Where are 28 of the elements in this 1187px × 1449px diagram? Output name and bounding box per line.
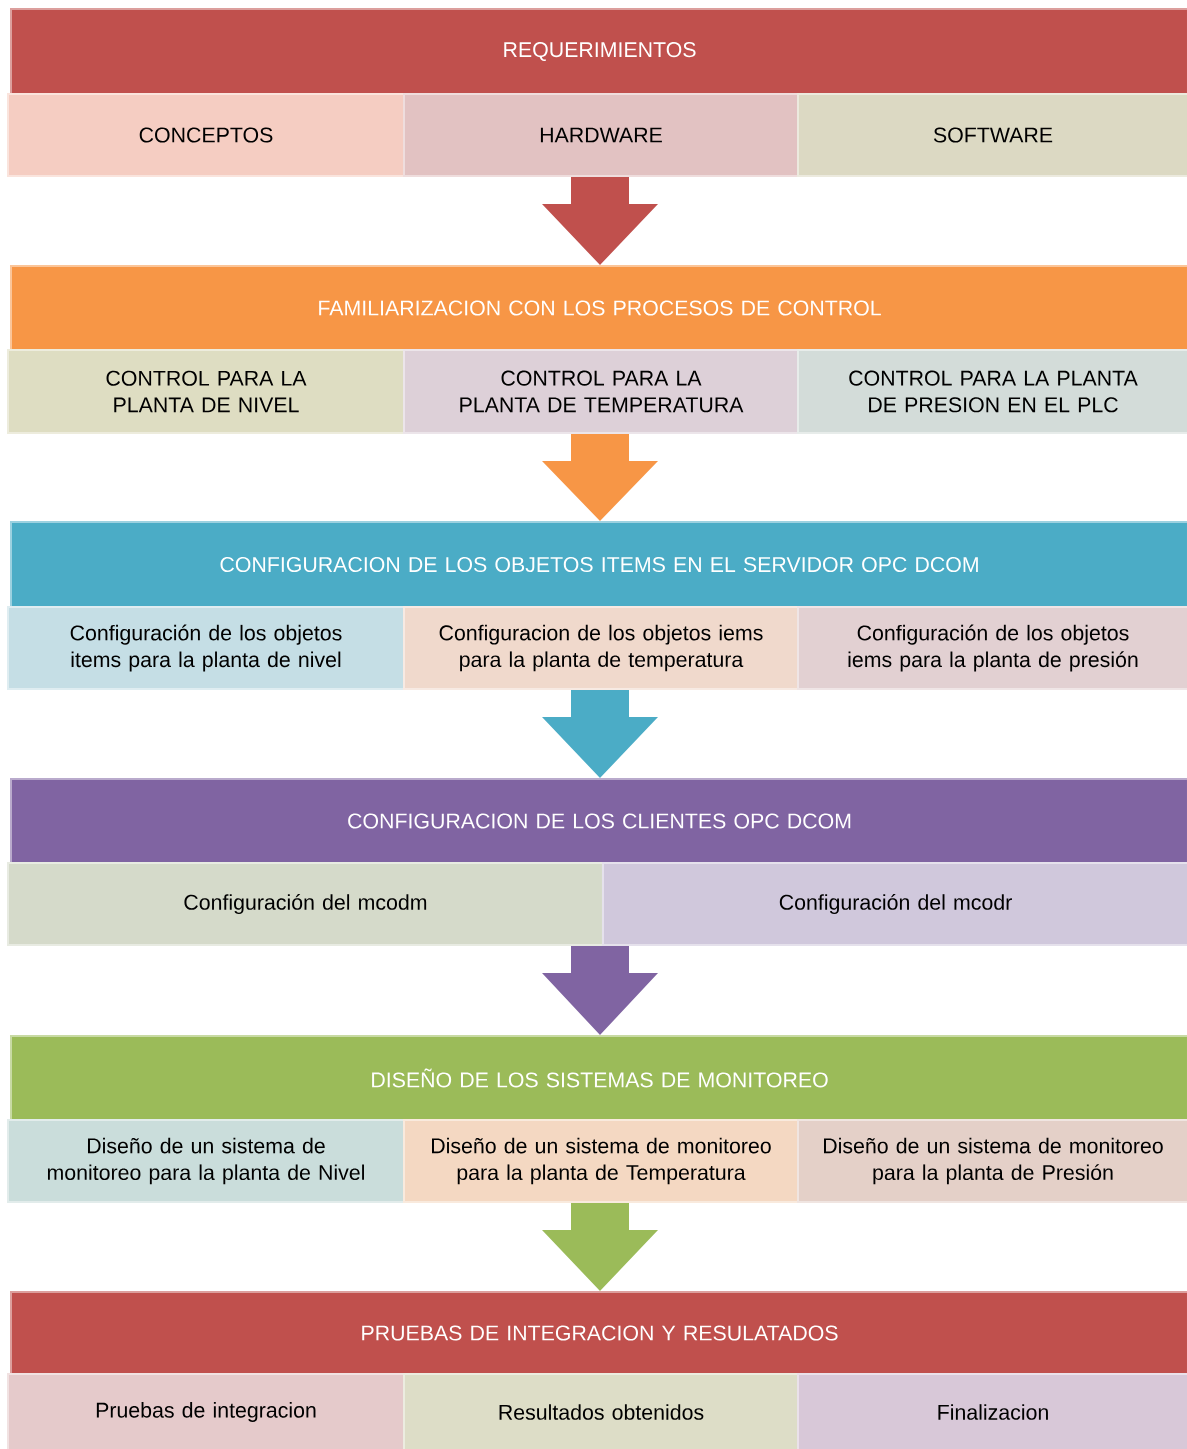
- header-band: FAMILIARIZACION CON LOS PROCESOS DE CONTROL: [10, 265, 1187, 351]
- header-band: REQUERIMIENTOS: [10, 8, 1187, 96]
- step-box: Configuración de los objetos iems para la planta de presión: [797, 606, 1187, 690]
- step-box: Diseño de un sistema de monitoreo para la planta de Presión: [797, 1119, 1187, 1203]
- step-box: CONCEPTOS: [7, 93, 405, 177]
- step-box: Configuracion de los objetos iems para la planta de temperatura: [403, 606, 799, 690]
- header-band: DISEÑO DE LOS SISTEMAS DE MONITOREO: [10, 1035, 1187, 1121]
- block-arrow: [542, 1203, 658, 1291]
- step-box: Configuración de los objetos items para la planta de nivel: [7, 606, 405, 690]
- step-box: Configuración del mcodm: [7, 862, 604, 946]
- step-box: CONTROL PARA LA PLANTA DE PRESION EN EL PLC: [797, 349, 1187, 434]
- block-arrow: [542, 946, 658, 1035]
- step-box: CONTROL PARA LA PLANTA DE TEMPERATURA: [403, 349, 799, 434]
- step-box: Pruebas de integracion: [7, 1373, 405, 1449]
- step-box: Diseño de un sistema de monitoreo para la planta de Temperatura: [403, 1119, 799, 1203]
- step-box: CONTROL PARA LA PLANTA DE NIVEL: [7, 349, 405, 434]
- block-arrow: [542, 433, 658, 521]
- step-box: Finalizacion: [797, 1373, 1187, 1449]
- header-band: CONFIGURACION DE LOS CLIENTES OPC DCOM: [10, 778, 1187, 864]
- step-box: Resultados obtenidos: [403, 1373, 799, 1449]
- step-box: Configuración del mcodr: [602, 862, 1187, 946]
- step-box: HARDWARE: [403, 93, 799, 177]
- header-band: PRUEBAS DE INTEGRACION Y RESULATADOS: [10, 1291, 1187, 1375]
- step-box: SOFTWARE: [797, 93, 1187, 177]
- block-arrow: [542, 177, 658, 265]
- block-arrow: [542, 690, 658, 778]
- header-band: CONFIGURACION DE LOS OBJETOS ITEMS EN EL SERVIDOR OPC DCOM: [10, 521, 1187, 609]
- step-box: Diseño de un sistema de monitoreo para la planta de Nivel: [7, 1119, 405, 1203]
